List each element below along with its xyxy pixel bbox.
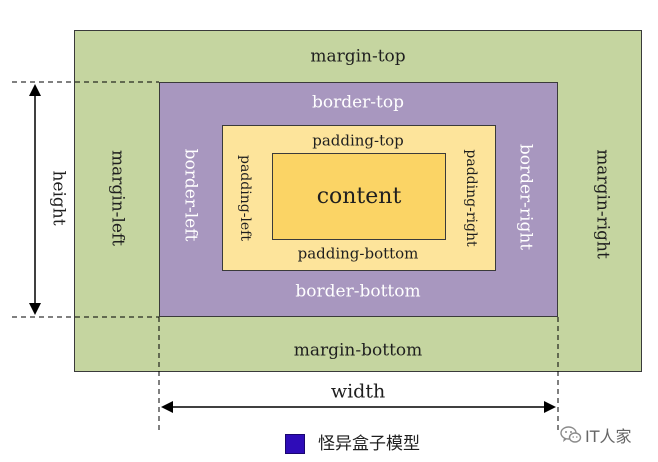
border-bottom-label: border-bottom [295, 281, 421, 302]
content-area [272, 153, 446, 240]
padding-right-label: padding-right [463, 149, 479, 247]
border-left-label: border-left [180, 148, 201, 242]
border-top-label: border-top [311, 92, 405, 113]
content-label: content [316, 184, 402, 209]
watermark-text: IT人家 [585, 427, 632, 446]
border-right-label: border-right [515, 143, 536, 251]
wechat-icon [560, 426, 582, 443]
legend-swatch [285, 434, 305, 454]
margin-top-label: margin-top [310, 46, 406, 67]
legend-label: 怪异盒子模型 [318, 434, 420, 454]
padding-top-label: padding-top [312, 131, 404, 150]
padding-left-label: padding-left [237, 155, 253, 241]
padding-bottom-label: padding-bottom [297, 244, 419, 263]
watermark: IT人家 [560, 424, 632, 446]
margin-bottom-label: margin-bottom [293, 340, 423, 361]
width-label: width [330, 380, 386, 403]
margin-right-label: margin-right [592, 149, 613, 259]
margin-left-label: margin-left [107, 149, 128, 247]
height-label: height [48, 170, 69, 226]
